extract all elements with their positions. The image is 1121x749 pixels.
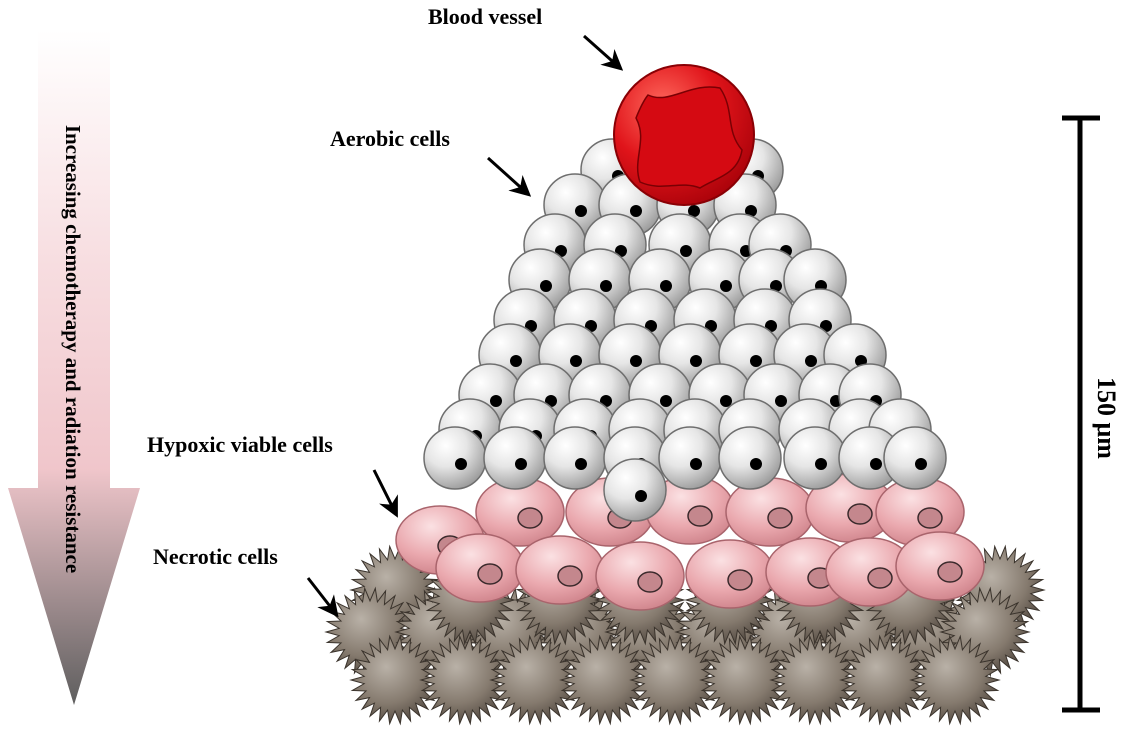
necrotic-cell: [559, 634, 651, 726]
scale-bar-label: 150 μm: [1092, 377, 1121, 459]
necrotic-cell: [419, 634, 511, 726]
necrotic-cell: [629, 634, 721, 726]
scale-bar: [1062, 115, 1100, 713]
hypoxic-cell: [515, 535, 605, 605]
necrotic-cell: [699, 634, 791, 726]
hypoxic-cell: [475, 477, 565, 547]
blood-vessel-label: Blood vessel: [428, 4, 542, 29]
hypoxic-cell: [435, 533, 525, 603]
necrotic-cell: [489, 634, 581, 726]
resistance-gradient-label: Increasing chemotherapy and radiation re…: [61, 125, 85, 573]
resistance-gradient-arrow: [8, 30, 140, 705]
hypoxic-cell: [895, 531, 985, 601]
hypoxic-cell: [825, 537, 915, 607]
necrotic-cell: [349, 634, 441, 726]
hypoxic-cell: [685, 539, 775, 609]
aerobic-cell: [883, 426, 947, 490]
blood-vessel-pointer: [583, 34, 624, 71]
hypoxic-cells-pointer: [372, 469, 398, 518]
aerobic-cell: [543, 426, 607, 490]
aerobic-cells-label: Aerobic cells: [330, 126, 450, 151]
necrotic-cell: [769, 634, 861, 726]
necrotic-cells-pointer: [306, 577, 339, 618]
hypoxic-cell: [595, 541, 685, 611]
aerobic-cell: [718, 426, 782, 490]
blood-vessel: [613, 64, 755, 206]
aerobic-cell: [423, 426, 487, 490]
necrotic-cell: [909, 634, 1001, 726]
aerobic-cell: [658, 426, 722, 490]
aerobic-cell: [783, 426, 847, 490]
aerobic-cell: [603, 458, 667, 522]
hypoxic-cells-layer: [395, 473, 985, 611]
necrotic-cell: [839, 634, 931, 726]
necrotic-cells-label: Necrotic cells: [153, 544, 278, 569]
aerobic-cell: [838, 426, 902, 490]
aerobic-cell: [483, 426, 547, 490]
hypoxic-cells-label: Hypoxic viable cells: [147, 432, 333, 457]
hypoxic-cell: [645, 475, 735, 545]
aerobic-cells-pointer: [486, 156, 532, 197]
label-pointer-arrows: [306, 34, 624, 618]
hypoxic-cell: [725, 477, 815, 547]
